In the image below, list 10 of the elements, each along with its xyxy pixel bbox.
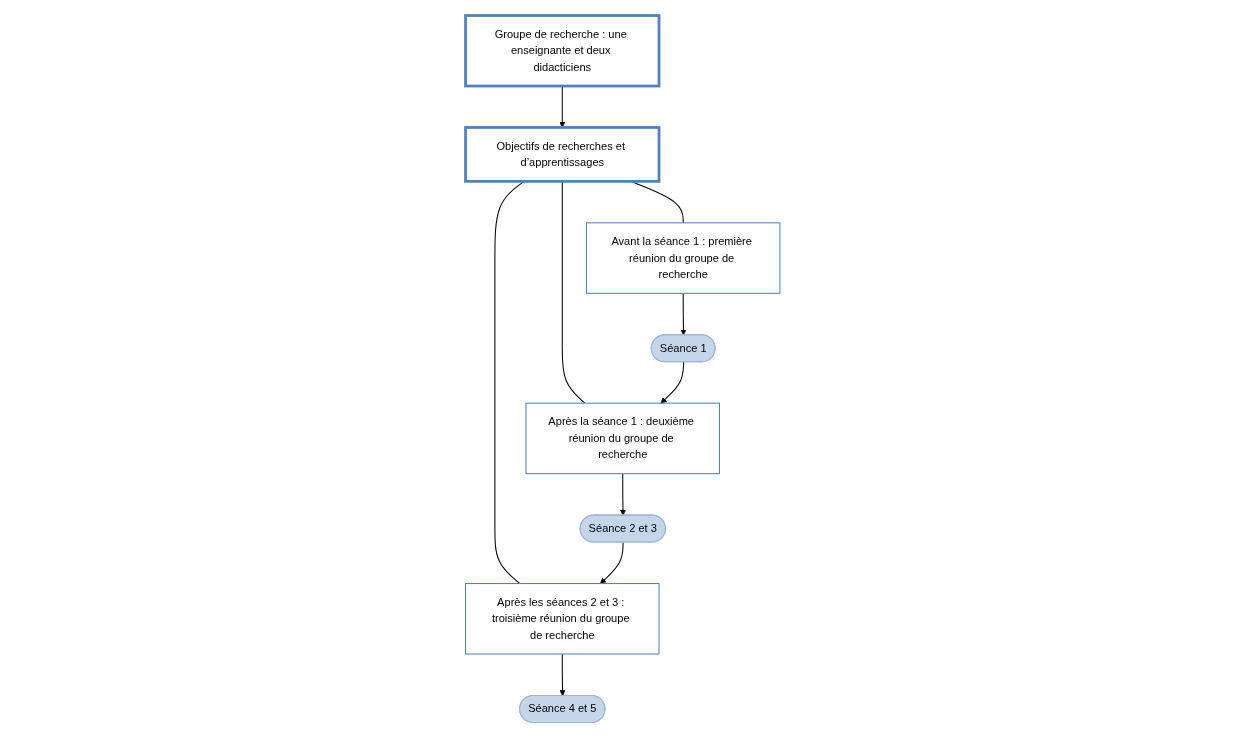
node-box: Avant la séance 1 : première réunion du groupe de recherche [585,222,781,294]
arrow [599,541,624,584]
node-box: Objectifs de recherches et d’apprentissages [463,126,661,183]
arrow [619,473,626,516]
node-box: Groupe de recherche : une enseignante et deux didacticiens [463,14,661,88]
node-box: Après les séances 2 et 3 : troisième réunion du groupe de recherche [464,583,660,655]
arrow [660,361,684,404]
node-box: Après la séance 1 : deuxième réunion du groupe de recherche [525,402,720,475]
arrow [680,292,687,336]
arrow [559,653,566,697]
